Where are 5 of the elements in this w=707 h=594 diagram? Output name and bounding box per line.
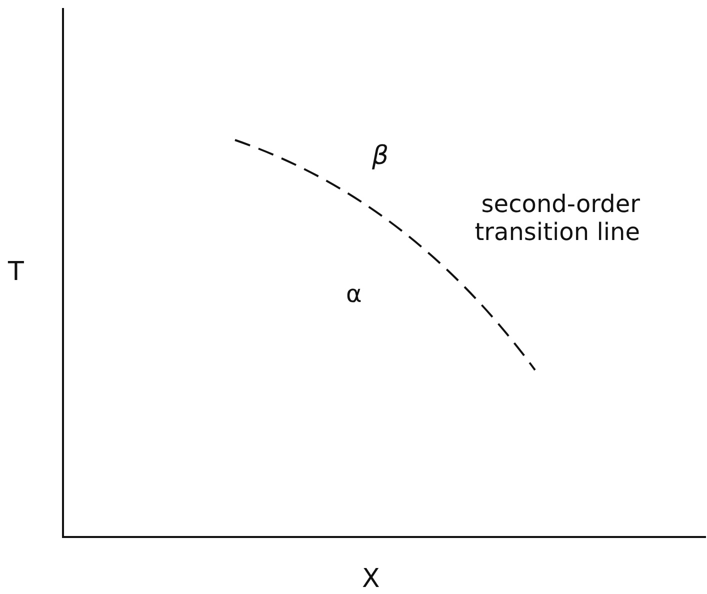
phase-label: α (346, 280, 363, 308)
axis-label: T (8, 258, 25, 286)
axis-label: X (362, 565, 381, 593)
curve-label: second-order transition line (474, 190, 640, 246)
phase-label: β (372, 142, 390, 170)
